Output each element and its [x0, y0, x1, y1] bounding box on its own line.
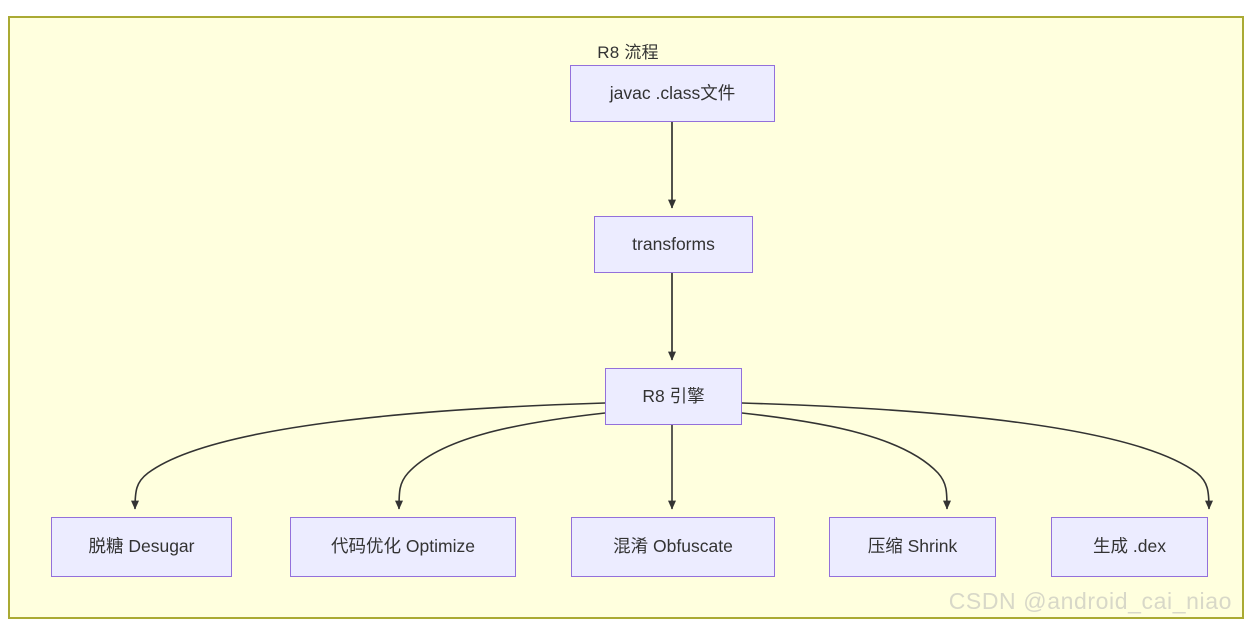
- edge-r8-to-dex: [741, 402, 1213, 510]
- watermark: CSDN @android_cai_niao: [948, 588, 1232, 614]
- diagram-title: R8 流程: [597, 43, 659, 62]
- edge-r8-to-shrink: [741, 412, 951, 510]
- node-desugar[interactable]: 脱糖 Desugar: [51, 517, 232, 577]
- node-javac[interactable]: javac .class文件: [570, 65, 775, 122]
- diagram-canvas: R8 流程 javac .class文件: [8, 16, 1244, 619]
- node-transforms[interactable]: transforms: [594, 216, 753, 273]
- node-r8-engine[interactable]: R8 引擎: [605, 368, 742, 425]
- node-generate-dex-label: 生成 .dex: [1093, 536, 1166, 557]
- node-transforms-label: transforms: [632, 233, 715, 254]
- node-generate-dex[interactable]: 生成 .dex: [1051, 517, 1208, 577]
- node-shrink[interactable]: 压缩 Shrink: [829, 517, 996, 577]
- node-javac-label: javac .class文件: [609, 82, 736, 103]
- node-desugar-label: 脱糖 Desugar: [88, 536, 195, 557]
- node-shrink-label: 压缩 Shrink: [867, 536, 958, 557]
- edge-r8-to-desugar: [131, 402, 606, 510]
- edge-r8-to-optimize: [395, 412, 606, 510]
- node-optimize-label: 代码优化 Optimize: [331, 536, 475, 557]
- node-obfuscate[interactable]: 混淆 Obfuscate: [571, 517, 775, 577]
- node-r8-engine-label: R8 引擎: [642, 385, 705, 406]
- node-obfuscate-label: 混淆 Obfuscate: [613, 536, 733, 557]
- node-optimize[interactable]: 代码优化 Optimize: [290, 517, 516, 577]
